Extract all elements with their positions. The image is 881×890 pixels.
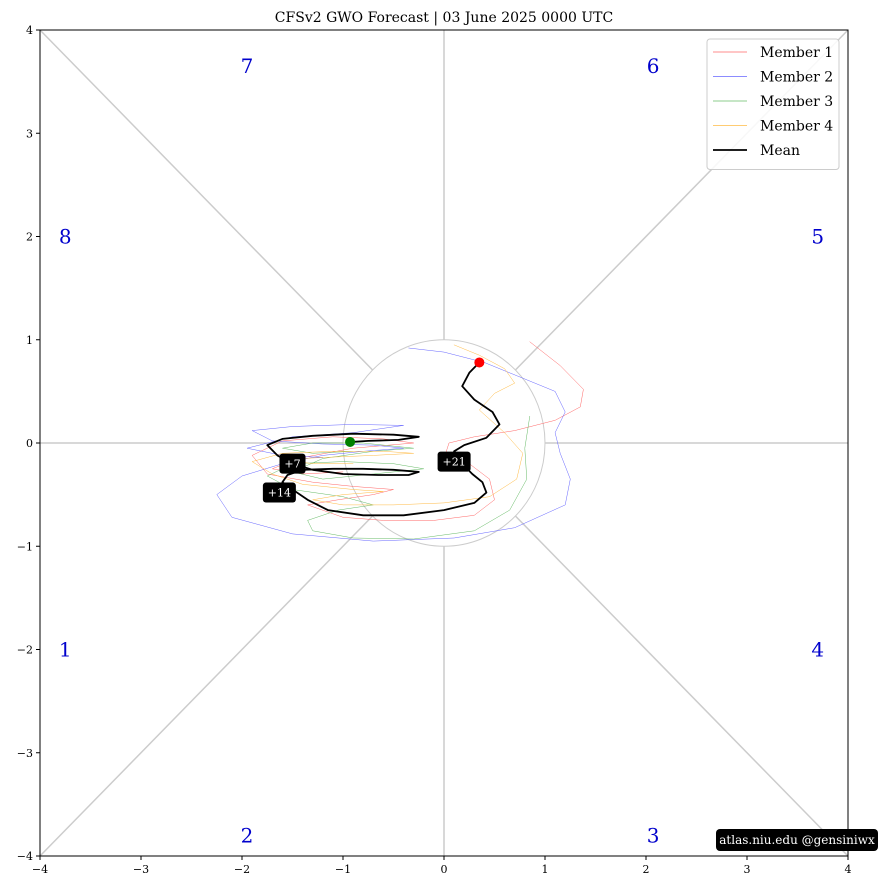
phase-label-2: 2 <box>241 823 254 847</box>
grid-diag-se <box>514 515 849 857</box>
y-tick-label: 3 <box>26 127 33 140</box>
legend-label-5: Mean <box>760 143 800 159</box>
x-tick-label: 0 <box>441 863 448 876</box>
phase-label-8: 8 <box>59 225 72 249</box>
day-label-box-1 <box>279 453 306 474</box>
y-tick-label: −3 <box>17 747 33 760</box>
day-label-group: +7 +14 +21 <box>262 451 471 503</box>
day-label-box-3 <box>437 451 471 472</box>
start-marker <box>474 357 485 368</box>
x-tick-label: −4 <box>32 863 48 876</box>
phase-label-5: 5 <box>811 225 824 249</box>
grid-diag-sw <box>39 515 374 857</box>
x-tick-label: 4 <box>845 863 852 876</box>
series-line-1 <box>251 341 584 521</box>
phase-grid <box>39 29 849 857</box>
legend: Member 1 Member 2 Member 3 Member 4 Mean <box>706 38 840 170</box>
y-tick-label: 1 <box>26 334 33 347</box>
y-tick-label: 4 <box>26 24 33 37</box>
phase-label-4: 4 <box>811 638 824 662</box>
phase-label-group: 1 2 3 4 5 6 7 8 <box>59 54 824 847</box>
phase-label-6: 6 <box>647 54 660 78</box>
credit-badge: atlas.niu.edu @gensiniwx <box>716 829 878 851</box>
series-line-5 <box>266 361 501 517</box>
marker-group <box>345 357 485 447</box>
chart-title: CFSv2 GWO Forecast | 03 June 2025 0000 U… <box>275 10 613 26</box>
legend-label-3: Member 3 <box>760 94 833 110</box>
y-tick-label: 0 <box>26 437 33 450</box>
day-label-1: +7 <box>284 458 300 471</box>
x-tick-label: −3 <box>133 863 149 876</box>
phase-label-7: 7 <box>241 54 254 78</box>
phase-label-1: 1 <box>59 638 72 662</box>
end-marker <box>345 436 356 447</box>
y-tick-label: −1 <box>17 540 33 553</box>
legend-label-4: Member 4 <box>760 119 833 135</box>
series-line-2 <box>216 347 571 542</box>
x-tick-label: 2 <box>643 863 650 876</box>
legend-label-2: Member 2 <box>760 70 833 86</box>
y-tick-label: −2 <box>17 644 33 657</box>
x-tick-label: −2 <box>234 863 250 876</box>
day-label-box-2 <box>262 482 296 503</box>
series-group <box>216 341 584 542</box>
x-tick-label: 3 <box>744 863 751 876</box>
grid-diag-nw <box>39 29 374 371</box>
legend-label-1: Member 1 <box>760 45 833 61</box>
x-tick-label: −1 <box>335 863 351 876</box>
series-line-4 <box>251 344 524 506</box>
day-label-2: +14 <box>268 487 291 500</box>
y-tick-label: −4 <box>17 850 33 863</box>
y-tick-label: 2 <box>26 231 33 244</box>
legend-box <box>706 38 840 170</box>
x-tick-label: 1 <box>542 863 549 876</box>
phase-label-3: 3 <box>647 823 660 847</box>
day-label-3: +21 <box>442 456 465 469</box>
axis-ticks: −4 −3 −2 −1 0 1 2 3 4 −4 −3 −2 −1 0 1 2 3 4 <box>17 24 852 876</box>
